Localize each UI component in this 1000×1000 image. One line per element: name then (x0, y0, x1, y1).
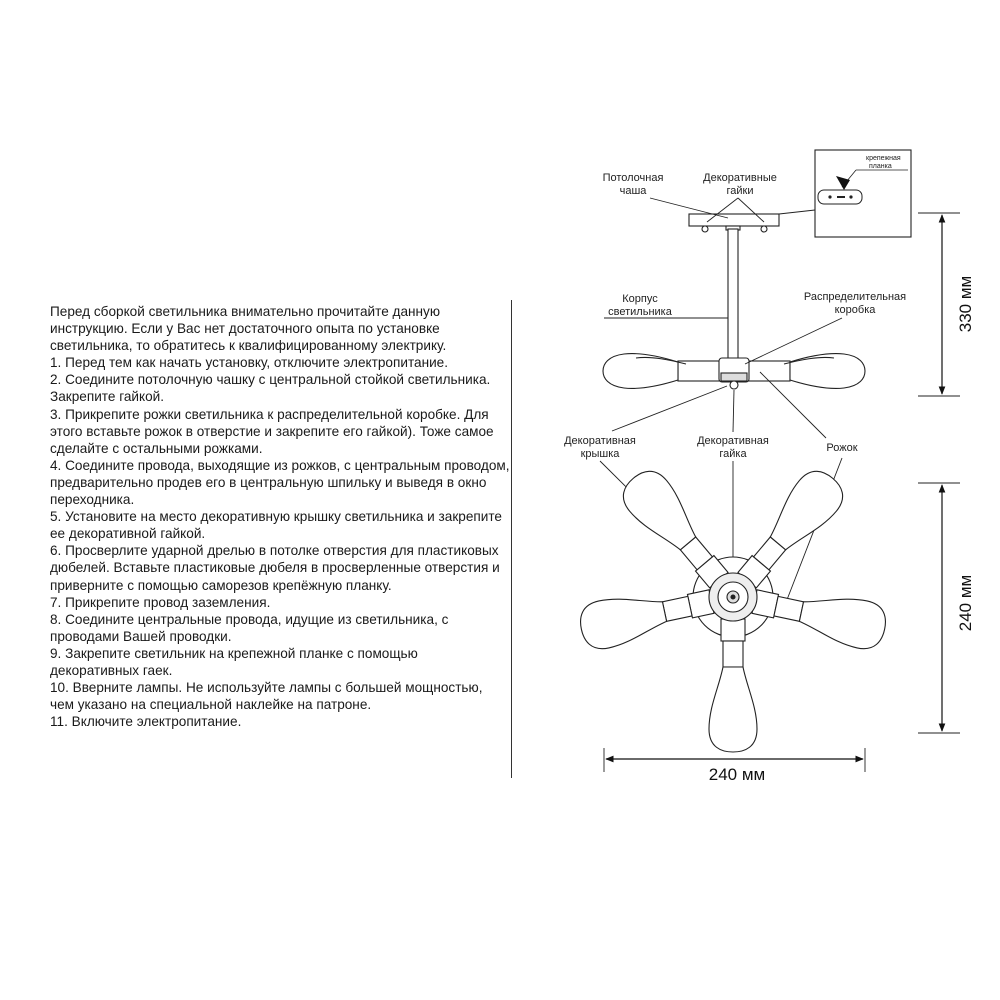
width-value: 240 мм (709, 765, 765, 784)
bulb-lower-right (751, 589, 886, 650)
bulb-left-back (635, 356, 687, 365)
decorative-nut-bottom (729, 380, 739, 390)
dimension-height: 330 мм (918, 212, 975, 397)
instruction-paragraph: 3. Прикрепите рожки светильника к распре… (50, 406, 494, 456)
label-junction-box-2: коробка (835, 304, 877, 316)
bulb-right (789, 353, 866, 389)
dimension-width: 240 мм (603, 748, 866, 784)
bulb-lower-left (580, 589, 715, 650)
instruction-paragraph: 4. Соедините провода, выходящие из рожко… (50, 457, 510, 508)
divider-line (511, 300, 512, 778)
bulb-left (602, 353, 679, 389)
instruction-paragraph: Перед сборкой светильника внимательно пр… (50, 304, 447, 354)
label-junction-box-1: Распределительная (804, 291, 906, 303)
label-ceiling-cup-1: Потолочная (603, 172, 664, 184)
mounting-plate-label-1: крепежная (866, 155, 901, 162)
label-body-2: светильника (608, 306, 673, 318)
bulb-upper-left (622, 470, 729, 589)
instructions-text: Перед сборкой светильника внимательно пр… (50, 303, 510, 730)
depth-value: 240 мм (956, 575, 975, 631)
arm-right (743, 360, 791, 382)
lamp-body-stem (727, 228, 739, 360)
label-decorative-nut-2: гайка (719, 448, 747, 460)
label-decorative-nut-1: Декоративная (697, 435, 769, 447)
bulb-right-back (783, 356, 835, 365)
side-view (602, 213, 866, 390)
instruction-paragraph: 6. Просверлите ударной дрелью в потолке … (50, 543, 500, 593)
instruction-paragraph: 10. Вверните лампы. Не используйте лампы… (50, 680, 483, 713)
height-value: 330 мм (956, 276, 975, 332)
instruction-paragraph: 8. Соедините центральные провода, идущие… (50, 611, 449, 644)
label-decorative-nuts-2: гайки (727, 185, 754, 197)
label-body-1: Корпус (622, 293, 658, 305)
mounting-plate-inset: крепежная планка (814, 149, 912, 238)
mounting-plate-label-2: планка (869, 163, 892, 170)
inset-connector (778, 209, 816, 215)
inset-pointer-icon (836, 176, 850, 190)
bulb-bottom (708, 618, 758, 753)
label-decorative-nuts-1: Декоративные (703, 172, 777, 184)
ceiling-cup (688, 213, 780, 227)
decorative-nut-left (701, 225, 709, 233)
label-decorative-cover-1: Декоративная (564, 435, 636, 447)
instruction-paragraph: 5. Установите на место декоративную крыш… (50, 509, 502, 542)
bulb-upper-right (737, 470, 844, 589)
instruction-paragraph: 9. Закрепите светильник на крепежной пла… (50, 645, 418, 678)
label-ceiling-cup-2: чаша (620, 185, 648, 197)
instruction-paragraph: 1. Перед тем как начать установку, отклю… (50, 355, 449, 371)
instruction-paragraph: 2. Соедините потолочную чашку с централь… (50, 372, 491, 405)
instruction-paragraph: 11. Включите электропитание. (50, 714, 242, 730)
instruction-paragraph: 7. Прикрепите провод заземления. (50, 594, 271, 610)
junction-box-band (720, 372, 748, 382)
dimension-depth: 240 мм (918, 482, 975, 734)
label-arm: Рожок (826, 442, 857, 454)
top-view (580, 470, 886, 753)
label-decorative-cover-2: крышка (581, 448, 621, 460)
decorative-nut-right (760, 225, 768, 233)
